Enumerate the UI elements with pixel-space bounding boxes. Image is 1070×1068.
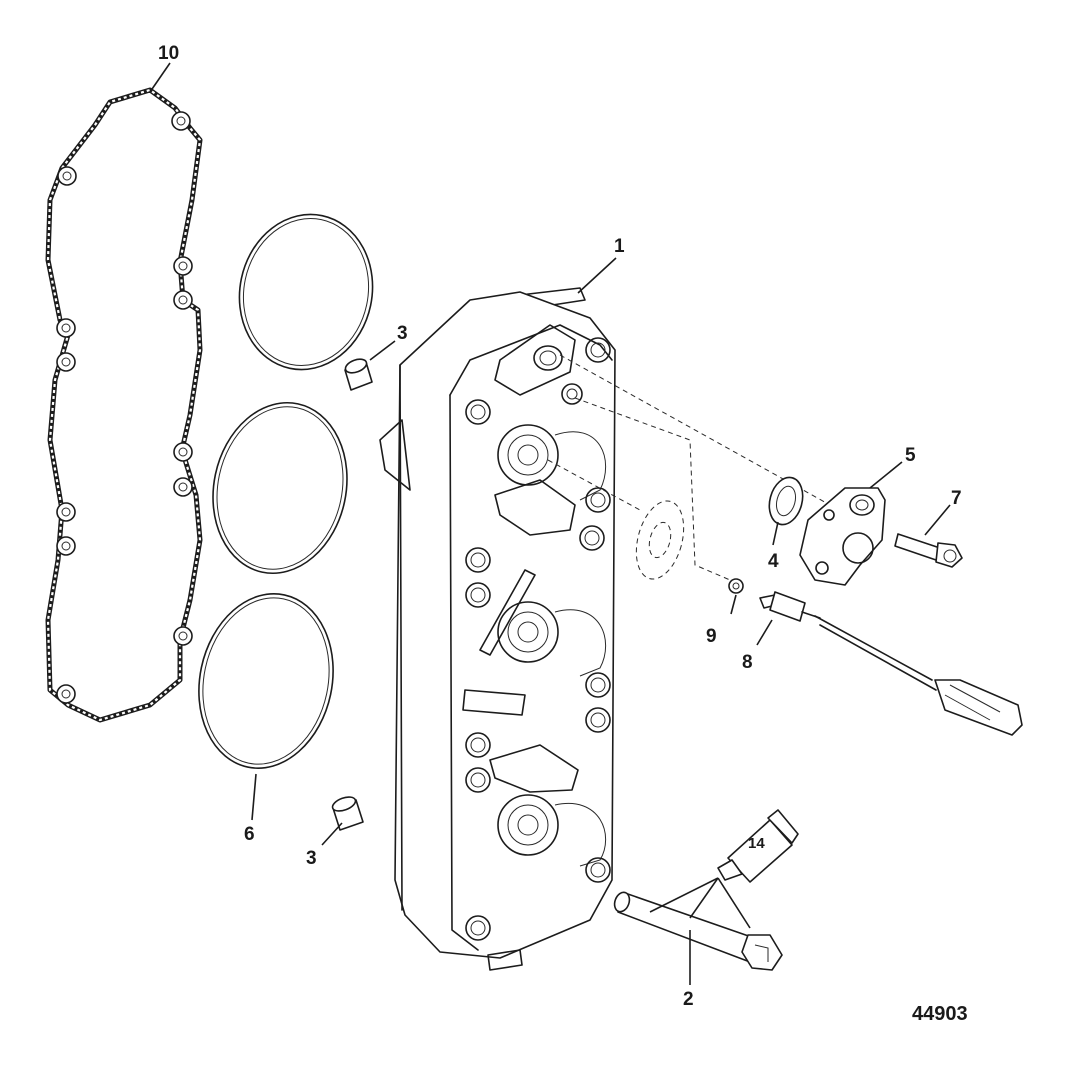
callout-10: 10 [158, 43, 179, 64]
dowel-pin-part-3-lower [331, 796, 364, 831]
sealant-tube-part-14 [649, 809, 799, 929]
sensor-part-8 [759, 591, 1023, 736]
leader-lines [149, 62, 951, 985]
callout-6: 6 [244, 824, 255, 845]
figure-id: 44903 [912, 1003, 968, 1025]
hidden-washer [635, 500, 685, 580]
bolt-part-2 [613, 891, 783, 971]
callout-14: 14 [748, 835, 765, 852]
callout-2: 2 [683, 989, 694, 1010]
seal-part-4 [768, 476, 804, 526]
dowel-pin-part-3-upper [344, 358, 373, 391]
callout-5: 5 [905, 445, 916, 466]
callout-1: 1 [614, 236, 625, 257]
callout-8: 8 [742, 652, 753, 673]
callout-4: 4 [768, 551, 779, 572]
callout-3-lower: 3 [306, 848, 317, 869]
washer-part-9 [728, 578, 744, 594]
callout-9: 9 [706, 626, 717, 647]
callout-3-upper: 3 [397, 323, 408, 344]
sensor-housing-part-5 [799, 487, 886, 586]
gasket-part-10 [45, 87, 203, 723]
callout-labels: 10 1 3 5 7 4 9 8 6 3 14 2 44903 [158, 43, 968, 1025]
housing-part-1 [379, 287, 616, 971]
callout-7: 7 [951, 488, 962, 509]
bolt-part-7 [894, 533, 963, 568]
o-ring-part-6 [198, 213, 374, 769]
assembly-guide-lines [547, 354, 831, 581]
